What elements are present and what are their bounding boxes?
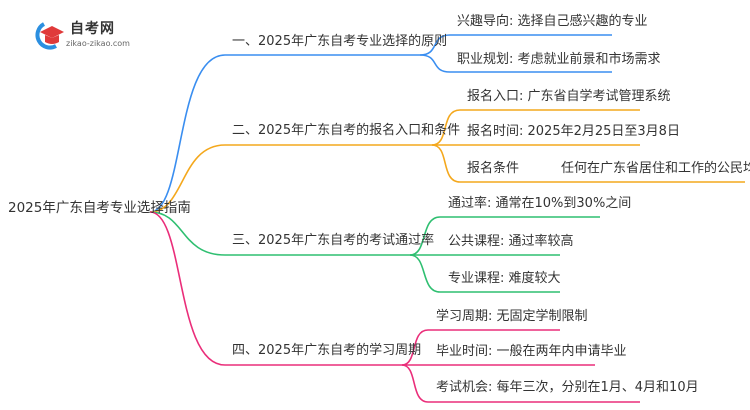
leaf: 报名条件 <box>467 161 520 176</box>
leaf: 职业规划: 考虑就业前景和市场需求 <box>457 52 661 67</box>
leaf-detail: 任何在广东省居住和工作的公民均可报名 <box>561 161 750 176</box>
branch-3-label: 三、2025年广东自考的考试通过率 <box>232 233 435 248</box>
leaf: 毕业时间: 一般在两年内申请毕业 <box>436 344 627 359</box>
logo-domain: zikao-zikao.com <box>66 39 130 48</box>
leaf: 通过率: 通常在10%到30%之间 <box>448 196 632 211</box>
branch-4-label: 四、2025年广东自考的学习周期 <box>232 343 422 358</box>
leaf: 专业课程: 难度较大 <box>448 271 561 286</box>
leaf: 公共课程: 通过率较高 <box>448 234 574 249</box>
logo: 自考网 zikao-zikao.com <box>32 20 142 50</box>
leaf: 学习周期: 无固定学制限制 <box>436 309 588 324</box>
leaf: 兴趣导向: 选择自己感兴趣的专业 <box>457 14 648 29</box>
leaf: 考试机会: 每年三次，分别在1月、4月和10月 <box>436 380 699 395</box>
leaf: 报名入口: 广东省自学考试管理系统 <box>467 89 671 104</box>
graduation-cap-icon <box>35 22 64 50</box>
logo-name: 自考网 <box>70 21 115 37</box>
leaf: 报名时间: 2025年2月25日至3月8日 <box>467 124 680 139</box>
branch-2-label: 二、2025年广东自考的报名入口和条件 <box>232 123 461 138</box>
root-topic: 2025年广东自考专业选择指南 <box>8 200 191 216</box>
branch-1-label: 一、2025年广东自考专业选择的原则 <box>232 34 448 49</box>
